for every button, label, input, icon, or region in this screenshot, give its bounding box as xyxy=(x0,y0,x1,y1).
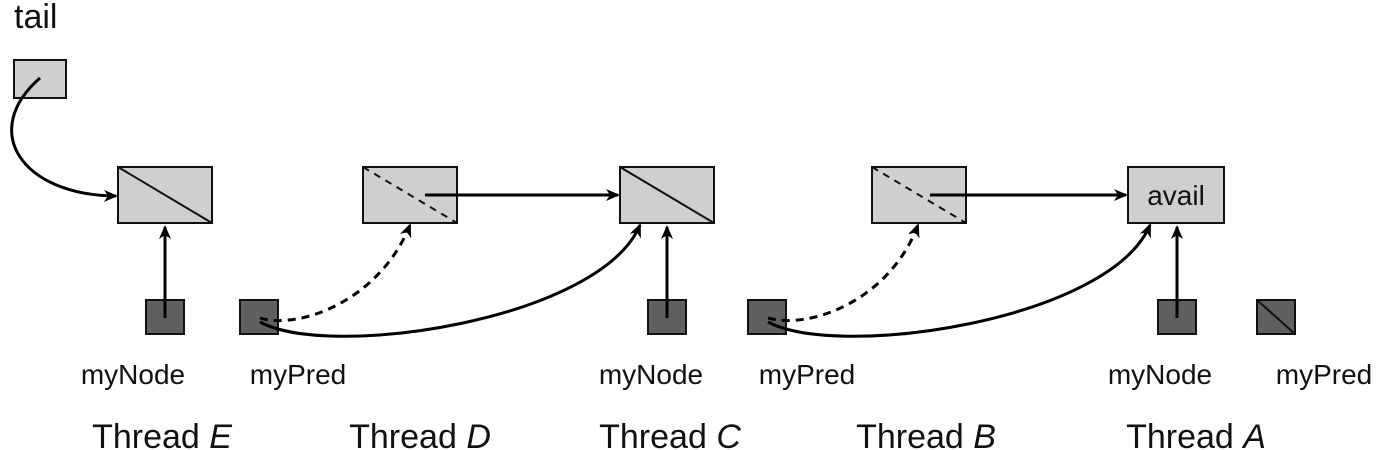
avail-label: avail xyxy=(1147,180,1205,211)
mynode-label-e: myNode xyxy=(81,359,185,390)
pred-d-old-arrow xyxy=(259,223,412,323)
mypred-label-a: myPred xyxy=(1276,359,1372,390)
qnode-a: avail xyxy=(1127,166,1225,224)
mypred-label-b: myPred xyxy=(759,359,855,390)
pred-b-old-arrow xyxy=(767,223,920,323)
mypred-label-d: myPred xyxy=(250,359,346,390)
mypred-box-d xyxy=(239,299,279,335)
thread-label-c: Thread C xyxy=(599,418,741,450)
pred-b-to-node-a-arrow xyxy=(767,223,1152,338)
thread-label-a: Thread A xyxy=(1126,418,1266,450)
mypred-box-a-null xyxy=(1256,299,1296,335)
tail-pointer-box xyxy=(13,59,67,99)
tail-to-node-e-arrow xyxy=(10,76,118,202)
thread-label-e: Thread E xyxy=(92,418,232,450)
tail-label: tail xyxy=(14,0,57,36)
qnode-c xyxy=(619,166,715,224)
mynode-label-a: myNode xyxy=(1108,359,1212,390)
thread-label-d: Thread D xyxy=(349,418,491,450)
thread-label-b: Thread B xyxy=(856,418,996,450)
mypred-box-b xyxy=(747,299,787,335)
qnode-e xyxy=(117,166,213,224)
mynode-label-c: myNode xyxy=(599,359,703,390)
pred-d-to-node-c-arrow xyxy=(259,223,642,338)
